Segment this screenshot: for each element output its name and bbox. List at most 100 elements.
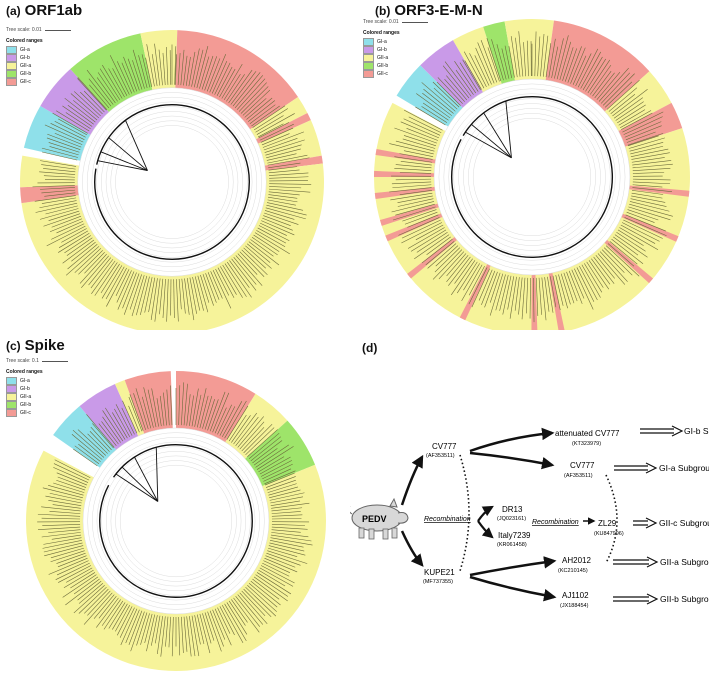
pedv-label: PEDV [362, 514, 387, 524]
guide-circle [92, 437, 260, 605]
attenuated-name: attenuated CV777 [555, 429, 620, 438]
range-sector-gii-b [70, 33, 153, 112]
swatch-icon [6, 78, 17, 86]
legend-c-item: GII-a [20, 394, 32, 400]
legend-b-row: GI-a [363, 38, 428, 46]
tree-c-branches [99, 444, 253, 598]
range-sector-gii-a [258, 120, 322, 166]
tree-a-labels [32, 43, 312, 322]
range-sector-gii-c [20, 185, 79, 204]
panel-c: (c)Spike Tree scale: 0.1 Colored ranges … [0, 335, 350, 683]
ah2012-name: AH2012 [562, 556, 591, 565]
cv777-name: CV777 [570, 461, 595, 470]
guide-circle [463, 108, 601, 246]
range-sector-gii-c [255, 112, 311, 144]
legend-b-item: GII-a [377, 55, 389, 61]
legend-c-title: Colored ranges [6, 369, 43, 375]
panel-b-title: (b)ORF3-E-M-N [375, 2, 483, 19]
panel-c-name: Spike [24, 337, 65, 354]
scale-c: Tree scale: 0.1 [6, 357, 68, 365]
guide-circle [453, 98, 611, 256]
range-sector-gii-c [264, 155, 323, 171]
scale-b: Tree scale: 0.01 [363, 18, 428, 26]
attenuated-acc: (KT323979) [572, 441, 601, 447]
guide-circle [110, 120, 234, 244]
range-stripe [385, 213, 443, 242]
legend-a-row: GII-a [6, 62, 71, 70]
swatch-icon [6, 46, 17, 54]
arrow-to-ah2012 [469, 556, 557, 577]
swatch-icon [6, 385, 17, 393]
guide-circle [86, 96, 258, 268]
swatch-icon [6, 401, 17, 409]
scale-b-text: Tree scale: 0.01 [363, 19, 399, 25]
tree-c-labels [37, 382, 313, 657]
legend-a-item: GI-b [20, 55, 30, 61]
scale-a: Tree scale: 0.01 [6, 26, 71, 34]
legend-b: Tree scale: 0.01 Colored ranges GI-a GI-… [363, 18, 428, 78]
range-sector-gii-c [124, 371, 173, 434]
arrow-to-italy [477, 520, 494, 539]
guide-circle [87, 432, 265, 610]
guide-circle [91, 101, 253, 263]
range-sector-gi-b [40, 69, 109, 135]
range-stripe [407, 237, 457, 279]
tree-b-branches [451, 95, 613, 258]
subgroup-giib: GII-b Subgroup [660, 594, 709, 604]
panel-b: (b)ORF3-E-M-N Tree scale: 0.01 Colored r… [355, 0, 709, 330]
guide-circle [101, 111, 243, 253]
range-sector-gii-a [21, 163, 324, 330]
swatch-icon [363, 38, 374, 46]
legend-b-title: Colored ranges [363, 30, 400, 36]
tree-a-branches [94, 104, 250, 260]
guide-circle [82, 427, 270, 615]
subgroup-arrows [613, 425, 684, 605]
guide-circle [115, 460, 237, 582]
zl29-acc: (KU847996) [594, 531, 624, 537]
legend-b-item: GI-a [377, 39, 387, 45]
range-stripe [374, 186, 435, 199]
scale-c-text: Tree scale: 0.1 [6, 358, 39, 364]
legend-c-row: GI-a [6, 377, 68, 385]
guide-circle [433, 78, 631, 276]
range-stripe [375, 149, 436, 164]
range-stripe [548, 272, 565, 330]
legend-b-row: GII-b [363, 62, 428, 70]
ah2012-acc: (KC210145) [558, 568, 588, 574]
subgroup-gib: GI-b Subgroup [684, 426, 709, 436]
swatch-icon [363, 70, 374, 78]
legend-c-item: GI-a [20, 378, 30, 384]
range-stripe [629, 185, 690, 197]
italy-name: Italy7239 [498, 531, 531, 540]
panel-d-title: (d) [362, 339, 381, 356]
arrow-to-aj1102 [469, 575, 557, 602]
legend-c-item: GII-b [20, 402, 32, 408]
swatch-icon [6, 393, 17, 401]
guide-circle [101, 446, 251, 596]
range-sector-gii-c [618, 102, 683, 147]
range-sector-gii-a [172, 30, 178, 88]
range-sector-gii-a [374, 102, 690, 330]
swatch-icon [6, 70, 17, 78]
tree-a [20, 30, 324, 330]
range-sector-gii-a [453, 26, 502, 93]
swatch-icon [6, 377, 17, 385]
legend-c-item: GI-b [20, 386, 30, 392]
range-stripe [374, 170, 435, 177]
range-sector-gii-a [225, 393, 288, 459]
guide-circle [96, 106, 248, 258]
cv777-src-name: CV777 [432, 442, 457, 451]
arrow-to-kupe21 [400, 530, 424, 567]
guide-circle [77, 87, 267, 277]
recombination-diagram: PEDV CV777 (AF353511) KUPE21 (MF737355) … [350, 425, 709, 609]
range-stripe [531, 274, 538, 330]
scale-a-text: Tree scale: 0.01 [6, 27, 42, 33]
legend-a-row: GII-c [6, 78, 71, 86]
cv777-src-acc: (AF353511) [426, 453, 455, 459]
kupe21-acc: (MF737355) [423, 579, 453, 585]
legend-a-item: GII-b [20, 71, 32, 77]
legend-a-item: GII-c [20, 79, 31, 85]
guide-circle [119, 464, 233, 578]
range-sector-gii-b [245, 420, 316, 487]
guide-circle [105, 115, 239, 249]
